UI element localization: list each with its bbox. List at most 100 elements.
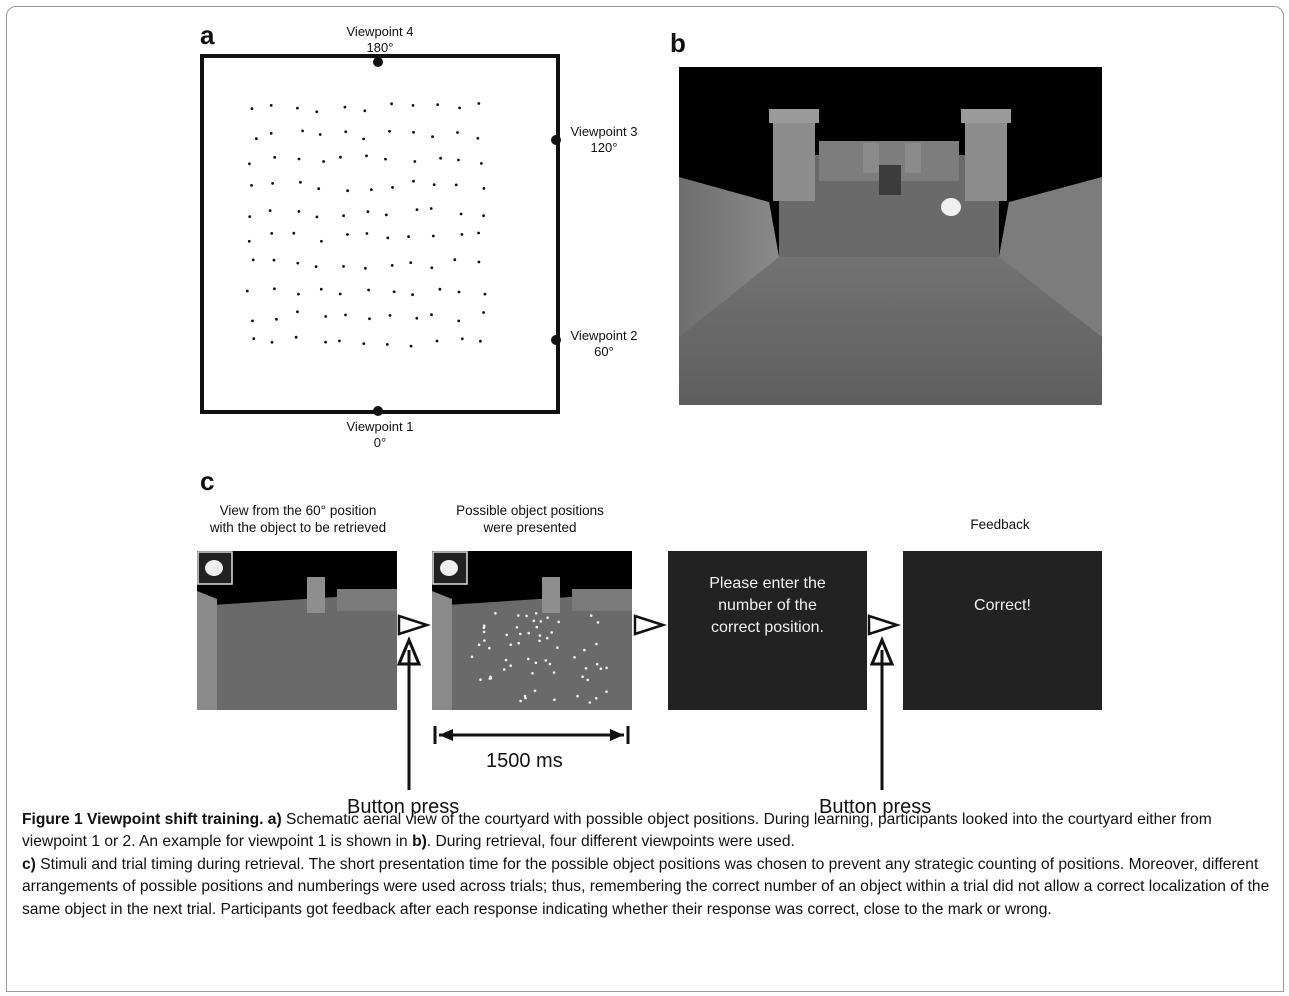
position-dot <box>292 231 296 235</box>
position-marker <box>509 643 512 646</box>
position-dot <box>439 156 442 160</box>
position-marker <box>494 612 497 615</box>
step2-caption: Possible object positions were presented <box>456 503 604 535</box>
position-dot <box>415 208 419 212</box>
position-dot <box>432 183 436 187</box>
position-dot <box>297 292 300 296</box>
position-marker <box>544 659 548 662</box>
position-dot <box>409 261 413 264</box>
position-dot <box>362 342 366 345</box>
arrow-step1-to-2 <box>397 614 432 636</box>
position-marker <box>546 616 549 619</box>
position-dot <box>319 287 323 291</box>
position-marker <box>470 655 474 659</box>
step2-screen <box>432 551 632 710</box>
position-dot <box>430 313 433 317</box>
position-dot <box>250 107 254 110</box>
position-marker <box>479 678 482 681</box>
step1-caption: View from the 60° position with the obje… <box>209 503 387 535</box>
position-marker <box>524 696 527 700</box>
position-marker <box>488 646 491 650</box>
position-dot <box>320 239 323 243</box>
position-dot <box>270 232 274 235</box>
position-dot <box>322 160 325 163</box>
position-marker <box>553 698 556 702</box>
position-dot <box>480 162 483 165</box>
position-dot <box>342 214 345 218</box>
position-marker <box>552 671 556 674</box>
position-dot <box>456 131 459 134</box>
position-dot <box>415 316 419 320</box>
position-dot <box>477 102 481 105</box>
position-dot <box>314 265 318 268</box>
position-dot <box>251 258 255 262</box>
position-dot <box>368 317 371 321</box>
position-dot <box>385 343 389 346</box>
position-dot <box>324 340 327 344</box>
position-dot <box>342 265 345 268</box>
position-dot <box>269 104 273 107</box>
position-marker <box>586 678 589 682</box>
position-dot <box>479 339 482 343</box>
position-dot <box>460 337 464 341</box>
duration-label: 1500 ms <box>486 750 563 772</box>
position-dot <box>391 186 394 189</box>
position-marker <box>534 612 538 615</box>
caption-label: Figure 1 Viewpoint shift training. <box>22 811 264 828</box>
position-dot <box>271 182 274 185</box>
position-marker <box>534 661 538 665</box>
position-dot <box>315 215 319 219</box>
position-dot <box>431 234 435 238</box>
step1-screen <box>197 551 397 710</box>
position-marker <box>477 643 481 646</box>
position-marker <box>595 642 598 646</box>
position-dot <box>343 105 347 109</box>
viewpoint-2-marker <box>551 335 561 345</box>
position-dot <box>344 313 347 317</box>
panel-c-letter: c <box>200 466 215 496</box>
position-dot <box>296 261 300 265</box>
position-marker <box>589 614 593 617</box>
position-dot <box>390 102 393 106</box>
position-dot <box>250 184 253 187</box>
position-dot <box>454 183 458 187</box>
viewpoint-1-marker <box>373 406 383 416</box>
position-dot <box>409 344 413 348</box>
position-dot <box>435 339 439 343</box>
position-marker <box>527 631 530 635</box>
position-marker <box>595 662 599 666</box>
position-dot <box>369 188 373 192</box>
position-dot <box>458 106 461 110</box>
position-dot <box>268 209 272 213</box>
position-marker <box>504 658 508 662</box>
position-dot <box>346 189 349 193</box>
object-cow <box>941 198 961 216</box>
position-dot <box>317 187 321 191</box>
step4-screen: Correct! <box>903 551 1102 710</box>
right-tower <box>965 117 1007 201</box>
position-dot <box>272 258 276 262</box>
position-dot <box>365 154 368 158</box>
position-dot <box>413 160 417 163</box>
position-dot <box>248 215 252 219</box>
position-marker <box>550 631 553 634</box>
position-dot <box>362 137 366 141</box>
position-dot <box>411 104 415 107</box>
position-dot <box>431 135 434 139</box>
position-dot <box>269 132 273 135</box>
position-dot <box>429 207 433 210</box>
position-marker <box>489 675 492 679</box>
position-dot <box>459 212 463 216</box>
position-dot <box>430 266 434 270</box>
floor <box>679 202 1102 405</box>
position-marker <box>583 648 586 652</box>
position-dot <box>438 287 442 291</box>
figure-frame <box>6 6 1284 992</box>
position-dot <box>248 162 251 166</box>
position-dot <box>384 213 388 217</box>
position-dot <box>324 315 328 318</box>
position-marker <box>557 620 560 624</box>
